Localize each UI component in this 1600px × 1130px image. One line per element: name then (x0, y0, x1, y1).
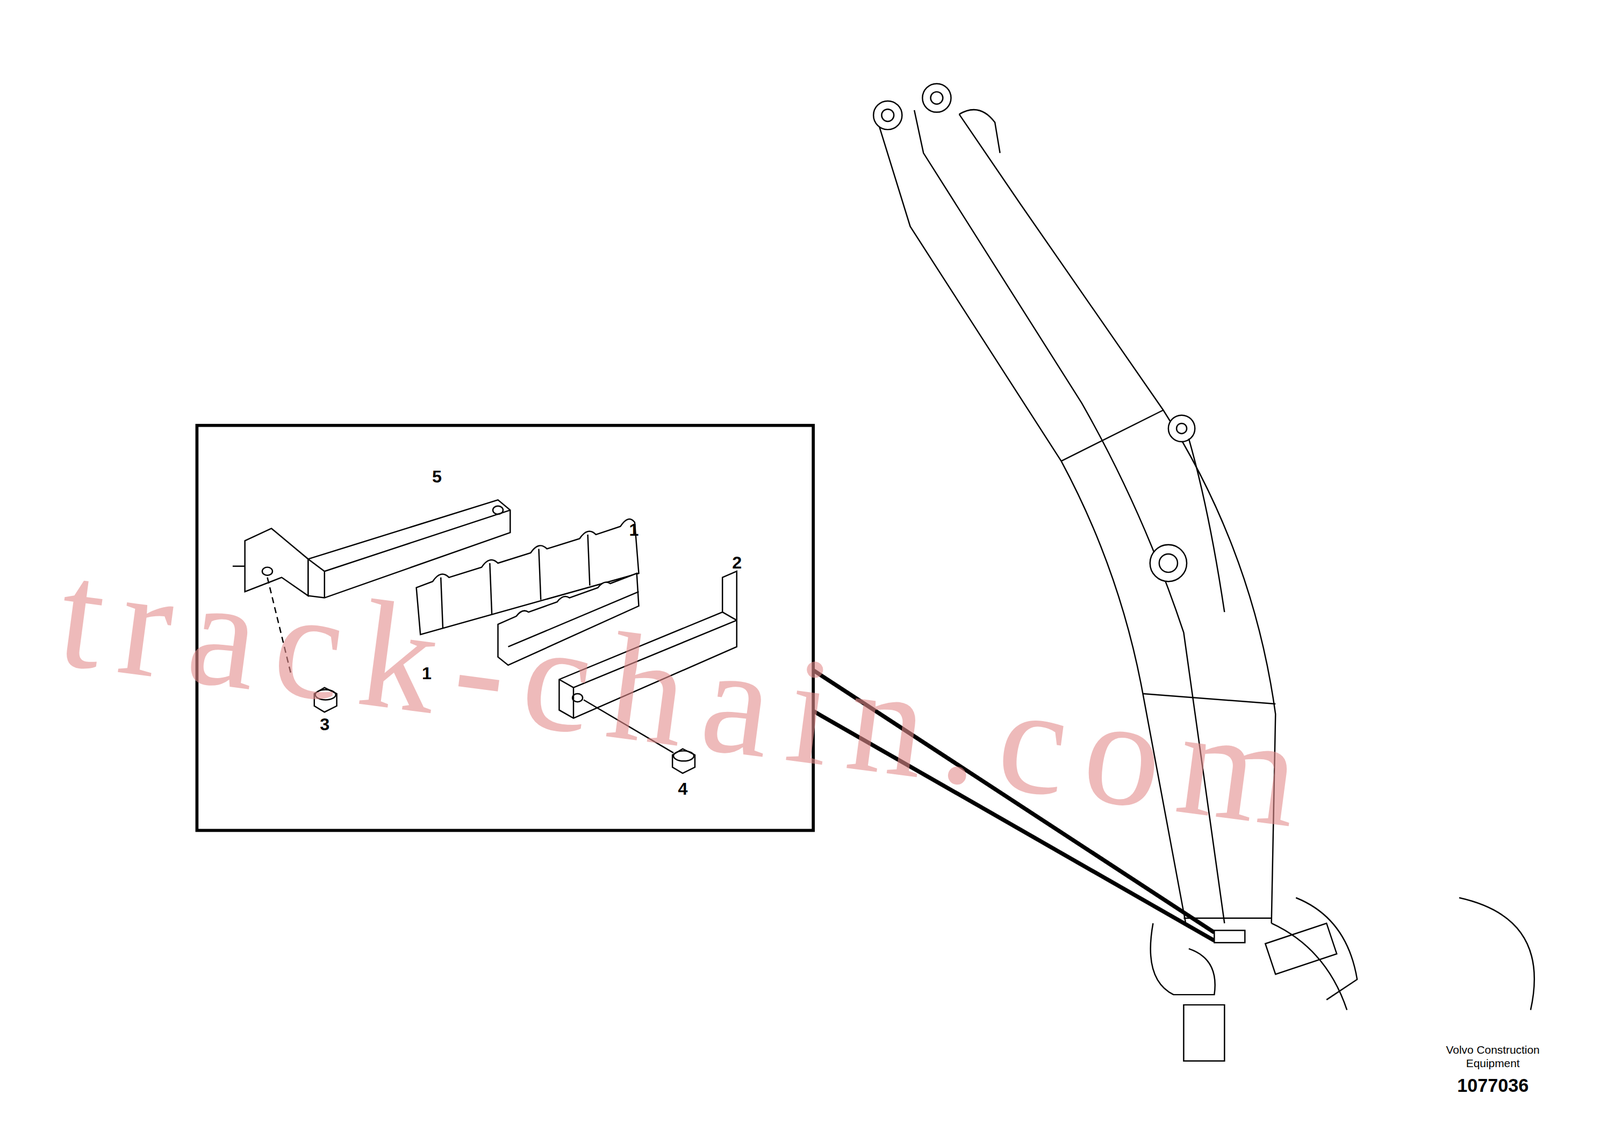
callout-number: 1 (628, 520, 639, 538)
drawing-number: 1077036 (1457, 1076, 1529, 1095)
callout-number: 2 (732, 553, 742, 571)
watermark: track-chain.com (51, 536, 1326, 854)
boom-illustration (873, 83, 1535, 1062)
brand-text: Volvo Construction Equipment (1436, 1043, 1549, 1071)
callout-number: 4 (678, 779, 688, 798)
callout-number: 5 (432, 468, 442, 486)
